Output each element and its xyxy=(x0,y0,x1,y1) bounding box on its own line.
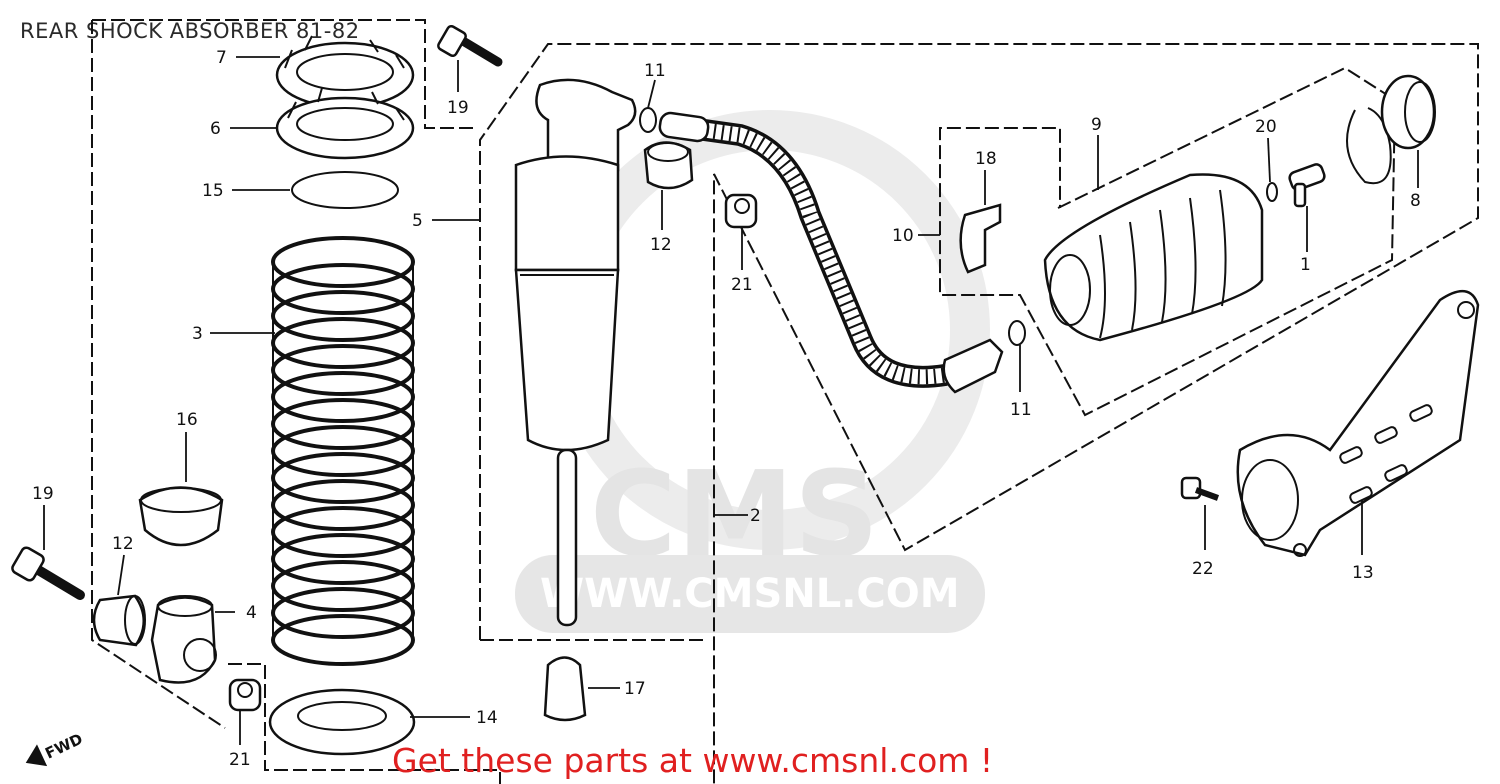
part-12-bushing-lower xyxy=(92,594,146,647)
part-21-collar-upper xyxy=(724,193,758,229)
callout-21-lower: 21 xyxy=(229,750,251,770)
part-9-reservoir xyxy=(1043,173,1264,342)
part-5-shock-absorber xyxy=(514,78,637,627)
part-15-ring xyxy=(291,171,399,209)
spring-seat-outline xyxy=(228,663,501,784)
part-18-pad xyxy=(959,203,1002,274)
fwd-arrow-icon xyxy=(25,744,48,767)
part-6-adjuster-nut xyxy=(275,87,415,160)
spring-coil xyxy=(271,317,415,369)
callout-11-lower: 11 xyxy=(1010,400,1032,420)
part-17-bump-stop xyxy=(543,656,587,722)
part-16-bump-rubber xyxy=(138,486,224,547)
callout-8: 8 xyxy=(1410,191,1421,211)
part-21-collar-lower xyxy=(228,678,262,712)
callout-3: 3 xyxy=(192,324,203,344)
spring-coil xyxy=(271,533,415,585)
leader-lines xyxy=(43,56,1419,745)
callout-19-lower: 19 xyxy=(32,484,54,504)
part-11-o-ring-upper xyxy=(639,107,657,133)
callout-4: 4 xyxy=(246,603,257,623)
part-20-o-ring xyxy=(1266,182,1278,202)
spring-coil xyxy=(271,560,415,612)
callout-12-lower: 12 xyxy=(112,534,134,554)
part-12-bushing-upper xyxy=(643,141,694,190)
part-14-spring-seat xyxy=(268,688,416,756)
callout-7: 7 xyxy=(216,48,227,68)
callout-20: 20 xyxy=(1255,117,1277,137)
cmsnl-watermark: CMS WWW.CMSNL.COM xyxy=(515,110,990,633)
watermark-url-pill xyxy=(515,555,985,633)
part-7-lock-nut xyxy=(275,35,415,109)
callout-6: 6 xyxy=(210,119,221,139)
part-19-bolt-top xyxy=(437,24,503,67)
callout-2: 2 xyxy=(750,506,761,526)
callout-15: 15 xyxy=(202,181,224,201)
callout-labels: 7 19 6 15 5 11 12 21 9 18 20 10 8 1 3 16… xyxy=(32,48,1421,770)
callout-12-top: 12 xyxy=(650,235,672,255)
watermark-url-text: WWW.CMSNL.COM xyxy=(540,571,960,617)
spring-coil xyxy=(271,290,415,342)
reservoir-hose xyxy=(658,111,1004,394)
part-8-cap xyxy=(1380,74,1436,150)
spring-coil xyxy=(271,587,415,639)
callout-11-top: 11 xyxy=(644,61,666,81)
spring-coil xyxy=(271,452,415,504)
callout-18: 18 xyxy=(975,149,997,169)
part-1-valve xyxy=(1288,163,1326,208)
part-19-bolt-lower xyxy=(11,546,85,600)
spring-coil xyxy=(271,263,415,315)
get-parts-link[interactable]: Get these parts at www.cmsnl.com ! xyxy=(392,741,993,780)
page-title: REAR SHOCK ABSORBER 81-82 xyxy=(20,19,360,43)
reservoir-assembly-outline xyxy=(939,66,1397,417)
callout-9: 9 xyxy=(1091,115,1102,135)
spring-coil xyxy=(271,398,415,450)
spring-outline xyxy=(272,262,414,640)
fwd-label: FWD xyxy=(42,730,85,763)
callout-22: 22 xyxy=(1192,559,1214,579)
forward-direction-indicator: FWD xyxy=(25,730,85,767)
left-assembly-outline xyxy=(91,20,226,729)
spring-coil xyxy=(271,479,415,531)
top-left-outline xyxy=(92,19,478,129)
part-13-bracket xyxy=(1236,290,1480,557)
part-3-coil-spring xyxy=(271,236,415,666)
spring-coil xyxy=(271,425,415,477)
shock-assembly-outline xyxy=(479,43,1479,784)
callout-10: 10 xyxy=(892,226,914,246)
part-4-lower-eye xyxy=(150,595,217,684)
part-22-bolt xyxy=(1180,476,1220,501)
callout-16: 16 xyxy=(176,410,198,430)
spring-coil xyxy=(271,236,415,288)
part-11-o-ring-lower xyxy=(1008,320,1026,346)
callout-5: 5 xyxy=(412,211,423,231)
callout-21-top: 21 xyxy=(731,275,753,295)
callout-14: 14 xyxy=(476,708,498,728)
callout-19-top: 19 xyxy=(447,98,469,118)
callout-13: 13 xyxy=(1352,563,1374,583)
callout-1: 1 xyxy=(1300,255,1311,275)
spring-coil xyxy=(271,614,415,666)
callout-17: 17 xyxy=(624,679,646,699)
spring-coil xyxy=(271,344,415,396)
spring-coil xyxy=(271,371,415,423)
spring-coil xyxy=(271,506,415,558)
